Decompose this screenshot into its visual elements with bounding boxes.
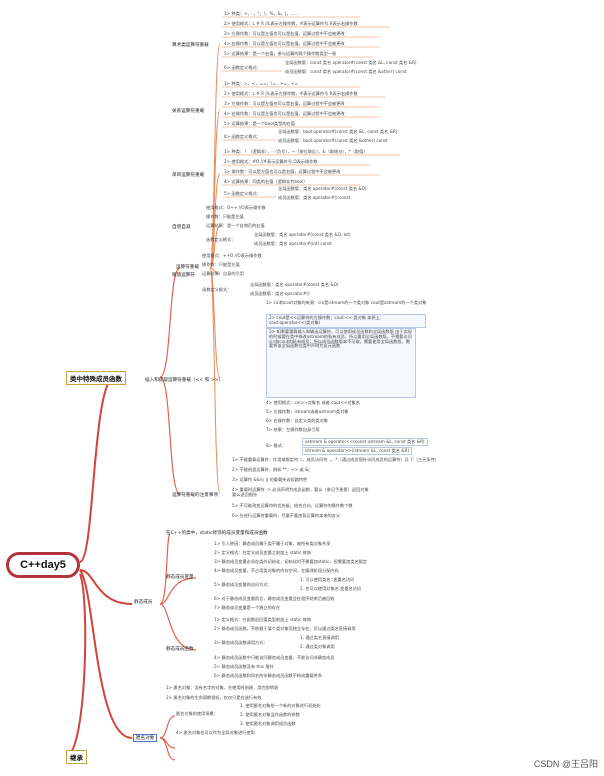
static-func-call: 2. 通过类对象调用 bbox=[300, 644, 335, 649]
rule-item: 1> 不能重载运算符：作用域限定符 ::，成员访问符 .，.*（通过成员指针访问… bbox=[232, 457, 439, 462]
static-var-item: 2> 定义格式：在定义成员变量之前加上 static 修饰 bbox=[214, 550, 312, 555]
node-inc-op: 自增自减 bbox=[172, 225, 191, 230]
unary-item: 1> 种类：！（逻辑非），-（负号），~（按位取反），&（取地址），*（取值） bbox=[224, 149, 368, 154]
node-static-func: 静态成员函数 bbox=[166, 647, 194, 652]
io-item: 4> 使用格式：cin>>对象名 或者 cout<<对象名 bbox=[266, 400, 360, 405]
anon-use: 2. 使用匿名对象当作函数的参数 bbox=[240, 712, 300, 717]
unary-item: 5> 函数定义格式： bbox=[224, 191, 261, 196]
static-func-item: 6> 静态成员函数和同名的非静态成员函数不构成重载关系 bbox=[214, 673, 323, 678]
rule-item: 6> 在进行运算符重载时，尽量不要违背运算符本来的含义 bbox=[232, 513, 341, 518]
rel-item: 4> 右操作数：可以是左值也可以是右值，运算过程中不会被更改 bbox=[224, 111, 345, 116]
assign-item: 使用格式：++O //O表示操作数 bbox=[202, 253, 262, 258]
arith-item: 6> 函数定义格式： bbox=[224, 65, 261, 70]
anon-use: 3. 使用匿名对象调用成员函数 bbox=[240, 721, 296, 726]
static-func-item: 4> 静态成员函数中只能访问静态成员变量，不能访问非静态成员 bbox=[214, 655, 335, 660]
static-func-call: 1. 通过类名直接调用 bbox=[300, 635, 339, 640]
inc-member: 成员函数版：类名 operator#(int) const bbox=[254, 241, 332, 246]
assign-def: 函数定义格式： bbox=[202, 287, 232, 292]
static-var-access: 1. 可以使用类名::变量名访问 bbox=[300, 577, 355, 582]
arith-item: 1> 种类：+，-，*，/，%，&，|，…… bbox=[224, 11, 299, 16]
node-rel-op: 关系运算符重载 bbox=[172, 109, 205, 114]
io-note-box: 3> 如果要重载输入和输出运算符，可以使用成员函数和全局函数版 由于实现的时候要… bbox=[266, 328, 416, 398]
node-op-rules: 运算符重载的注意事项 bbox=[172, 493, 218, 498]
branch-static: 静态成员 bbox=[134, 600, 153, 605]
static-var-item: 3> 静态成员变量必须在类外初始化，初始化时不需要加static，但需要加类名限… bbox=[214, 559, 368, 564]
static-var-item: 7> 静态成员变量是一个独立的存在 bbox=[214, 605, 281, 610]
static-func-item: 2> 静态成员函数，不依赖于某个类对象而独立存在，可以通过类名直接调用 bbox=[214, 626, 356, 631]
io-fmt: 8> 格式： bbox=[266, 443, 287, 448]
io-fmt-a: ostream & operator<<(const ostream &L, c… bbox=[302, 438, 428, 446]
watermark: CSDN @王吕阳 bbox=[533, 759, 598, 769]
branch-inherit: 继承 bbox=[66, 750, 87, 764]
node-assign-op: 赋值运算符 bbox=[172, 273, 195, 278]
assign-member: 成员函数版：类名 operator#() bbox=[250, 291, 310, 296]
unary-item: 3> 操作数：可以是左值也可以是右值，运算过程中不会被更改 bbox=[224, 169, 341, 174]
rel-item: 2> 使用格式：L # R //L表示左操作数，#表示运算符号 R表示右操作数 bbox=[224, 91, 358, 96]
rel-item: 6> 函数定义格式： bbox=[224, 134, 261, 139]
rule-item: 4> 重载时运算符 -> 必须声明为成员函数，要么（参见手册第）返回对象要么返回… bbox=[232, 487, 369, 497]
unary-item: 4> 运算结果：同类的右值（逻辑非为bool） bbox=[224, 179, 308, 184]
unary-global: 全局函数版：类名 operator#(const 类名 &O) bbox=[278, 186, 367, 191]
assign-item: 运算结果：自身的引用 bbox=[202, 271, 244, 276]
static-func-item: 5> 静态成员函数没有 this 指针 bbox=[214, 664, 274, 669]
io-item: 5> 左操作数：istream或者ostream类对象 bbox=[266, 409, 349, 414]
io-fmt-b: istream & operator>>(istream &L, const 类… bbox=[302, 447, 413, 455]
static-func-item: 1> 定义格式：在函数返回值类型前加上 static 修饰 bbox=[214, 617, 312, 622]
arith-item: 5> 运算结果：是一个右值，参与运算的两个操作数类型一致 bbox=[224, 51, 337, 56]
rel-item: 1> 种类：>，<，==，!=，>=，<= bbox=[224, 81, 299, 86]
static-var-access: 2. 也可以使用对象名.变量名访问 bbox=[300, 586, 362, 591]
io-note-box: 2> cout是<<运算符的左操作数；cout << 类对象 本质上：cout.… bbox=[266, 314, 426, 328]
static-var-item: 6> 对于静态成员变量而言，静态成员变量会在程序结束后被回收 bbox=[214, 596, 335, 601]
inc-def: 函数定义格式： bbox=[206, 237, 236, 242]
static-var-item: 4> 静态成员变量，不占用类对象的内存空间，在编译阶段分配内存 bbox=[214, 568, 339, 573]
io-item: 7> 结果：左操作数自身引用 bbox=[266, 427, 320, 432]
rel-item: 5> 运算结果：是一个bool类型的右值 bbox=[224, 121, 295, 126]
io-note: 1> cin和cout对象的来源：cin是istream的一个类对象 cout是… bbox=[266, 300, 427, 305]
rule-item: 2> 不能创造运算符，例如 **，<> 或 &| bbox=[232, 467, 310, 472]
inc-item: 使用格式：O++ //O表示操作数 bbox=[206, 205, 266, 210]
arith-member: 成员函数版：const 类名 operator#(const 类名 &other… bbox=[285, 69, 407, 74]
inc-item: 运算结果：是一个自增后的右值 bbox=[206, 223, 265, 228]
node-io-op: 插入和提取运算符重载（<< 和 >>） bbox=[145, 378, 224, 383]
anon-use-label: 匿名对象的使用场景： bbox=[176, 711, 218, 716]
anon-item: 4> 匿名对象也可以作为全局对象进行使用 bbox=[176, 730, 255, 735]
rel-item: 3> 左操作数：可以是左值也可以是右值，运算过程中不会被更改 bbox=[224, 101, 345, 106]
anon-item: 1> 匿名对象：没有名字的对象，在使用时创建，用完即销毁 bbox=[166, 685, 279, 690]
arith-item: 4> 右操作数：可以是左值也可以是右值，运算过程中不会被更改 bbox=[224, 41, 345, 46]
node-op-overload: 运算符重载 bbox=[176, 265, 199, 270]
rel-global: 全局函数版：bool operator#(const 类名 &L, const … bbox=[278, 129, 398, 134]
static-var-item: 5> 静态成员变量的访问方式： bbox=[214, 582, 272, 587]
rule-item: 5> 不可能改变运算符的优先级，结合方向，运算符的操作数个数 bbox=[232, 503, 353, 508]
root-node: C++day5 bbox=[6, 552, 80, 578]
unary-member: 成员函数版：类名 operator#() const bbox=[278, 195, 351, 200]
inc-item: 操作数：只能是左值 bbox=[206, 214, 244, 219]
branch-anonymous: 匿名对象 bbox=[133, 734, 158, 742]
anon-item: 2> 匿名对象的生命周期很短，仅仅只是在该行有效 bbox=[166, 695, 262, 700]
branch-special-members: 类中特殊成员函数 bbox=[66, 371, 126, 385]
arith-global: 全局函数版：const 类名 operator#(const 类名 &L, co… bbox=[285, 60, 417, 65]
node-unary-op: 单目运算符重载 bbox=[172, 173, 205, 178]
arith-item: 2> 使用格式：L # R //L表示左操作数，#表示运算符号 R表示右操作数 bbox=[224, 21, 358, 26]
rule-item: 3> 运算符 &&与 || 的重载失去短路特性 bbox=[232, 477, 308, 482]
arith-item: 3> 左操作数：可以是左值也可以是右值，运算过程中不会被更改 bbox=[224, 31, 345, 36]
node-static-var: 静态成员变量 bbox=[166, 575, 194, 580]
rel-member: 成员函数版：bool operator#(const 类名 &other) co… bbox=[278, 138, 388, 143]
inc-global: 全局函数版：类名 operator#(const 类名 &O, int) bbox=[254, 232, 351, 237]
assign-global: 全局函数版：类名 operator#(const 类名 &O) bbox=[250, 282, 339, 287]
io-item: 6> 右操作数：自定义类的类对象 bbox=[266, 418, 328, 423]
assign-item: 操作数：只能是左值 bbox=[202, 262, 240, 267]
static-intro: 在C++的类中，static修饰的成员变量和成员函数 bbox=[166, 531, 268, 536]
node-arith-op: 算术类运算符重载 bbox=[172, 43, 209, 48]
static-var-item: 1> 引入原因：静态成员属于类不属于对象，被所有类对象共享 bbox=[214, 541, 331, 546]
anon-use: 1. 使用匿名对象给一个新的对象进行初始化 bbox=[240, 703, 321, 708]
static-func-item: 3> 静态成员函数调用方式： bbox=[214, 640, 268, 645]
unary-item: 2> 使用格式：#O //#表示运算符号 O表示操作数 bbox=[224, 159, 318, 164]
